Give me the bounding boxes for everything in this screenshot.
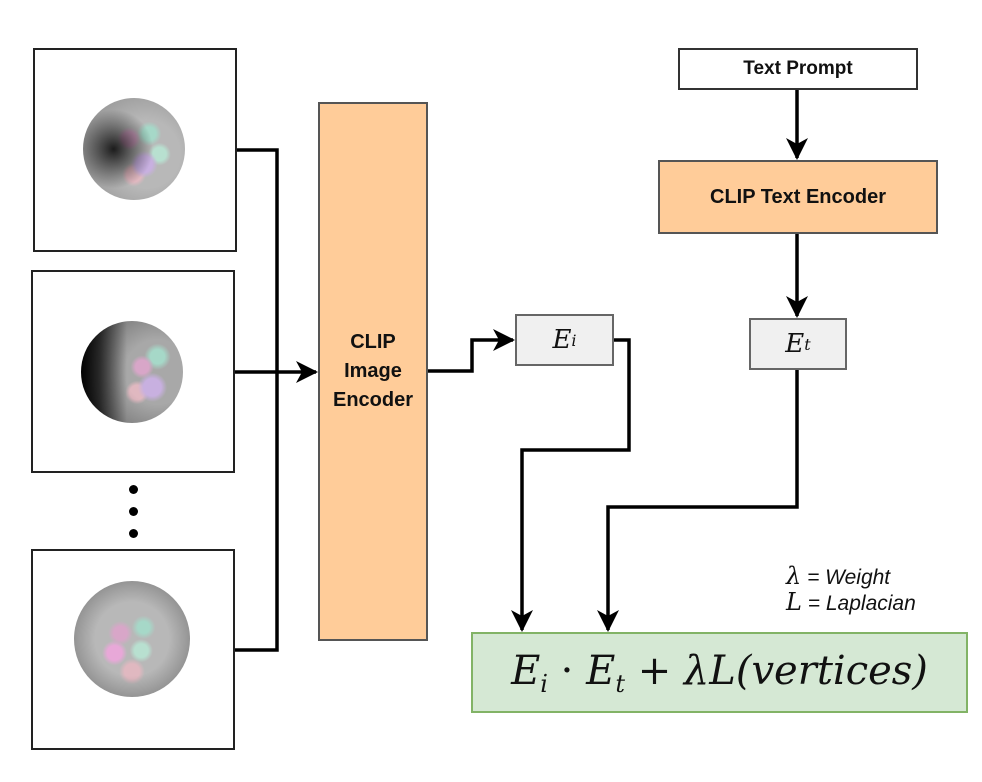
rendered-view-1 [33, 48, 237, 252]
mesh-sphere-render [74, 581, 190, 697]
formula-argument: (vertices) [735, 647, 928, 694]
formula-term2: E [586, 647, 616, 694]
rendered-view-n [31, 549, 235, 750]
image-encoder-label-line1: CLIP [350, 331, 396, 353]
formula-term1: E [511, 647, 541, 694]
formula-plus-operator: + [637, 647, 672, 694]
image-encoder-to-ei-arrow [427, 329, 515, 373]
legend-text: = Weight [807, 566, 891, 589]
symbol-legend: λ = Weight L = Laplacian [786, 564, 976, 616]
ellipsis-dot [129, 485, 138, 494]
legend-item-weight: λ = Weight [786, 564, 976, 590]
image-encoder-label-line2: Image [344, 360, 402, 382]
formula-dot-operator: · [560, 647, 574, 694]
text-prompt-box: Text Prompt [678, 48, 918, 90]
formula-lambda: λ [683, 647, 710, 694]
et-to-loss-arrow [597, 369, 799, 632]
text-embedding-subscript: t [804, 334, 811, 354]
text-embedding-symbol: E [785, 329, 805, 359]
image-embedding-subscript: i [571, 330, 577, 350]
text-encoder-label: CLIP Text Encoder [710, 185, 886, 208]
formula-term2-sub: t [615, 669, 625, 698]
loss-formula: Ei · Et + λL(vertices) [511, 648, 928, 698]
view-1-to-bus-wire [234, 148, 279, 652]
mesh-sphere-render [81, 321, 183, 423]
image-embedding-symbol: E [552, 325, 572, 355]
clip-text-encoder: CLIP Text Encoder [658, 160, 938, 234]
clip-image-encoder: CLIP Image Encoder [318, 102, 428, 641]
loss-formula-box: Ei · Et + λL(vertices) [471, 632, 968, 713]
ellipsis-dot [129, 529, 138, 538]
image-encoder-label-line3: Encoder [332, 389, 414, 411]
mesh-sphere-render [83, 98, 185, 200]
legend-text: = Laplacian [807, 592, 916, 615]
legend-symbol: L [786, 588, 802, 616]
formula-term1-sub: i [540, 669, 548, 698]
legend-item-laplacian: L = Laplacian [786, 590, 976, 616]
ellipsis-dot [129, 507, 138, 516]
text-prompt-label: Text Prompt [743, 58, 853, 79]
formula-laplacian: L [709, 647, 736, 694]
ei-to-loss-arrow [511, 338, 631, 632]
legend-symbol: λ [786, 562, 802, 590]
rendered-view-2 [31, 270, 235, 473]
